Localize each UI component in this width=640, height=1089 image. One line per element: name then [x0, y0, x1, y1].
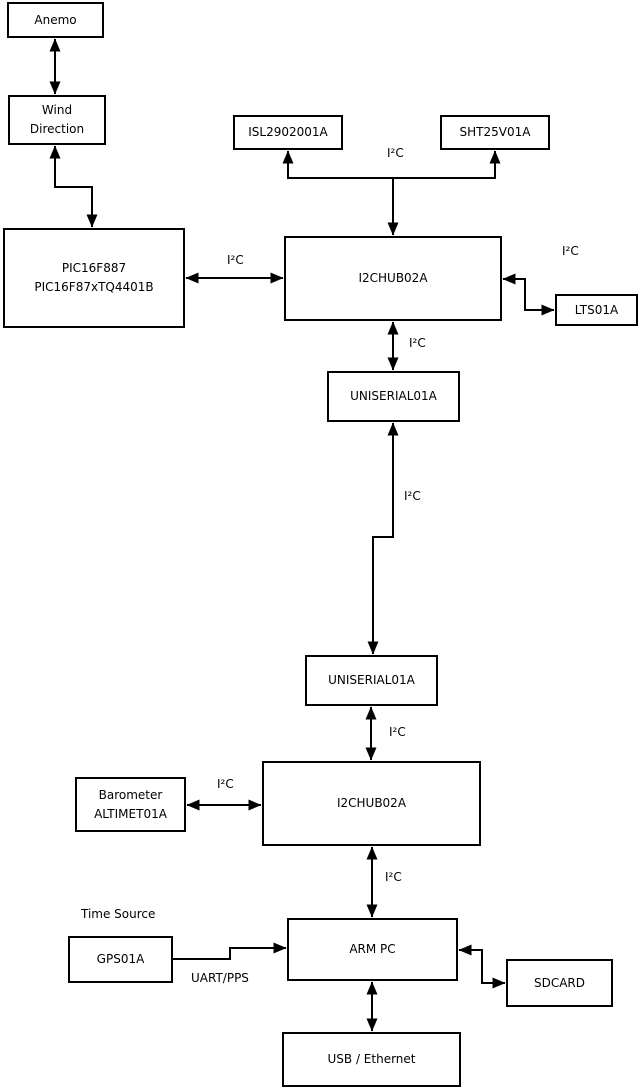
node-arm-pc-label: ARM PC	[349, 942, 396, 957]
node-i2chub02a-1-label: I2CHUB02A	[358, 271, 428, 286]
node-lts01a-label: LTS01A	[574, 302, 619, 317]
node-sht25v01a: SHT25V01A	[440, 115, 550, 150]
node-gps01a-label: GPS01A	[96, 952, 145, 967]
node-i2chub02a-1: I2CHUB02A	[284, 236, 502, 321]
edge-label-i2c-uniserial-link: I²C	[404, 489, 421, 503]
node-anemo-label: Anemo	[34, 12, 77, 27]
node-anemo: Anemo	[7, 2, 104, 38]
edge-uniserial1-uniserial2	[367, 422, 399, 655]
node-barometer-label: Barometer ALTIMET01A	[94, 787, 167, 821]
node-arm-pc: ARM PC	[287, 918, 458, 981]
edge-armpc-sdcard	[458, 944, 506, 989]
edge-sensor-bus	[282, 150, 501, 179]
node-pic: PIC16F887 PIC16F87xTQ4401B	[3, 228, 185, 328]
edge-label-i2c-pic-hub1: I²C	[227, 253, 244, 267]
edge-wind-pic	[49, 145, 98, 228]
node-lts01a: LTS01A	[555, 294, 638, 326]
node-uniserial01a-2: UNISERIAL01A	[305, 655, 438, 706]
node-wind-direction: Wind Direction	[8, 95, 106, 145]
node-wind-direction-label: Wind Direction	[29, 103, 85, 136]
node-uniserial01a-1-label: UNISERIAL01A	[350, 389, 437, 404]
node-sdcard: SDCARD	[506, 959, 613, 1007]
edge-label-i2c-lts: I²C	[562, 244, 579, 258]
node-barometer: Barometer ALTIMET01A	[75, 777, 186, 832]
node-i2chub02a-2: I2CHUB02A	[262, 761, 481, 846]
edge-hub1-lts	[502, 273, 555, 316]
edge-label-time-source: Time Source	[81, 907, 156, 921]
node-isl2902001a-label: ISL2902001A	[248, 125, 328, 140]
edge-label-i2c-hub1-uniserial1: I²C	[409, 336, 426, 350]
node-usb-ethernet-label: USB / Ethernet	[327, 1052, 416, 1067]
edge-label-i2c-uniserial2-hub2: I²C	[389, 725, 406, 739]
node-isl2902001a: ISL2902001A	[233, 115, 343, 150]
edge-gps-armpc	[173, 942, 287, 960]
node-sdcard-label: SDCARD	[533, 975, 586, 990]
edge-label-i2c-barometer: I²C	[217, 777, 234, 791]
node-usb-ethernet: USB / Ethernet	[282, 1032, 461, 1087]
node-uniserial01a-2-label: UNISERIAL01A	[328, 673, 415, 688]
edge-label-i2c-sensor-bus: I²C	[387, 146, 404, 160]
node-i2chub02a-2-label: I2CHUB02A	[336, 796, 407, 811]
edge-label-i2c-hub2-armpc: I²C	[385, 870, 402, 884]
edge-label-uart-pps: UART/PPS	[191, 971, 249, 985]
node-sht25v01a-label: SHT25V01A	[459, 125, 531, 140]
node-uniserial01a-1: UNISERIAL01A	[327, 371, 460, 422]
node-pic-label: PIC16F887 PIC16F87xTQ4401B	[34, 261, 154, 294]
node-gps01a: GPS01A	[68, 936, 173, 983]
